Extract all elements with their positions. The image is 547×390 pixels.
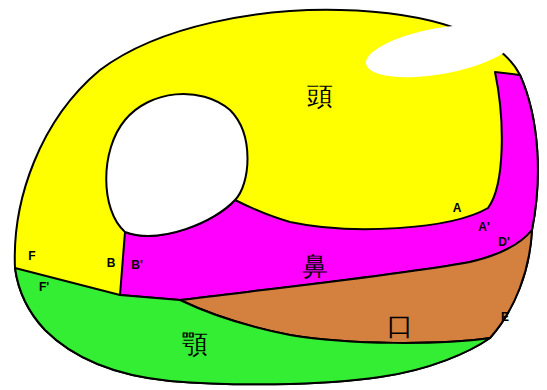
region-name: 口 (387, 313, 413, 339)
point-label: F (28, 250, 35, 262)
region-outline (6, 258, 498, 388)
point-label: B' (131, 259, 143, 271)
region-name: 鼻 (302, 253, 328, 279)
region-name: 頭 (307, 83, 333, 109)
point-label: D' (498, 236, 510, 248)
point-label: B (107, 257, 116, 269)
top-hole (362, 15, 518, 86)
region-name: 顎 (182, 331, 208, 357)
point-label: E (501, 311, 509, 323)
left-hole (106, 94, 247, 236)
region-shape (15, 10, 538, 385)
region-shape (15, 268, 490, 384)
jaw-region: 顎 (6, 258, 498, 388)
point-label: F' (39, 281, 49, 293)
point-label: A' (478, 221, 490, 233)
point-label: A (453, 202, 462, 214)
